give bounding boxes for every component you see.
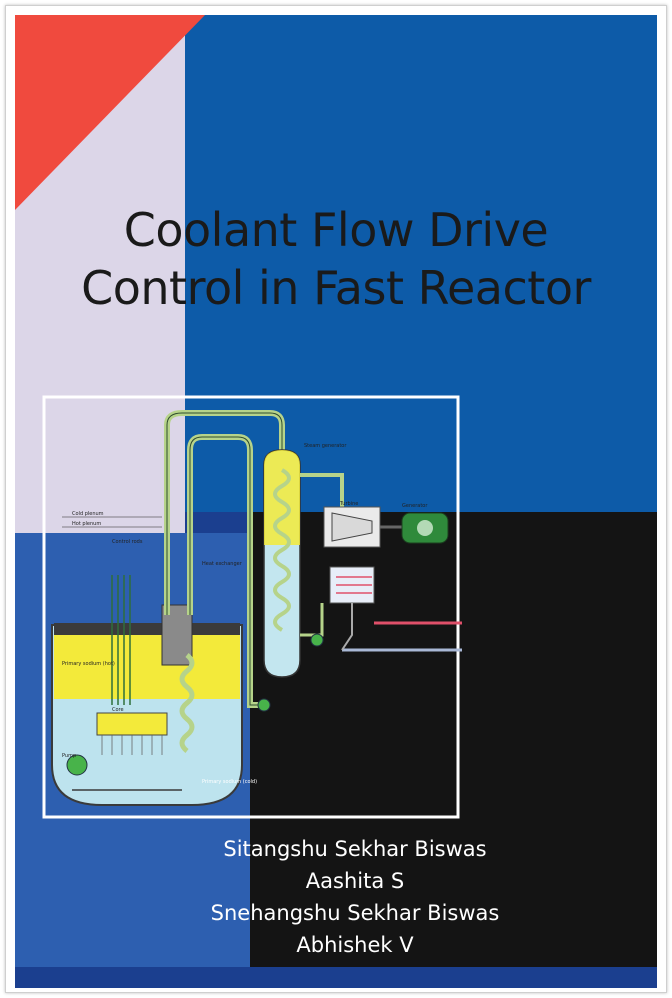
- label-primary-sodium-hot: Primary sodium (hot): [62, 661, 115, 667]
- label-control-rods: Control rods: [112, 539, 143, 545]
- title-line-1: Coolant Flow Drive: [123, 203, 549, 257]
- reactor-diagram: Cold plenum Hot plenum Control rods Heat…: [42, 395, 462, 819]
- secondary-pump: [257, 698, 271, 712]
- label-hot-plenum: Hot plenum: [72, 521, 101, 527]
- label-turbine: Turbine: [339, 501, 358, 507]
- feedwater-pump: [310, 633, 324, 647]
- author-1: Sitangshu Sekhar Biswas: [223, 837, 487, 861]
- diagram-frame: [42, 395, 460, 819]
- condenser-tubes: [336, 576, 372, 594]
- steam-line: [300, 473, 344, 507]
- ihx-coil: [179, 653, 195, 753]
- label-steam-generator: Steam generator: [304, 443, 347, 449]
- label-pump: Pump: [62, 753, 76, 759]
- title-line-2: Control in Fast Reactor: [81, 261, 591, 315]
- label-cold-plenum: Cold plenum: [72, 511, 104, 517]
- feedwater-line: [300, 603, 324, 637]
- control-rods: [111, 575, 131, 705]
- hot-sodium-pool: [54, 627, 240, 699]
- steam-generator-coil: [273, 468, 291, 632]
- bottom-stripe: [15, 967, 657, 988]
- red-corner-triangle: [15, 15, 205, 210]
- label-generator: Generator: [402, 503, 428, 509]
- vessel-roof: [54, 623, 240, 635]
- author-4: Abhishek V: [296, 933, 414, 957]
- label-heat-exchanger: Heat exchanger: [202, 561, 243, 567]
- bottom-right-black-block: [250, 512, 657, 967]
- core-rods: [101, 735, 163, 755]
- primary-pump: [66, 754, 88, 776]
- author-list: Sitangshu Sekhar Biswas Aashita S Snehan…: [145, 833, 565, 961]
- reactor-core: [96, 712, 168, 736]
- top-right-blue-block: [185, 15, 657, 512]
- label-primary-sodium-cold: Primary sodium (cold): [202, 779, 257, 785]
- turbine: [331, 512, 373, 542]
- author-2: Aashita S: [305, 869, 405, 893]
- book-title: Coolant Flow Drive Control in Fast React…: [15, 201, 657, 317]
- label-core: Core: [112, 707, 124, 713]
- book-cover: Coolant Flow Drive Control in Fast React…: [15, 15, 657, 988]
- author-3: Snehangshu Sekhar Biswas: [210, 901, 500, 925]
